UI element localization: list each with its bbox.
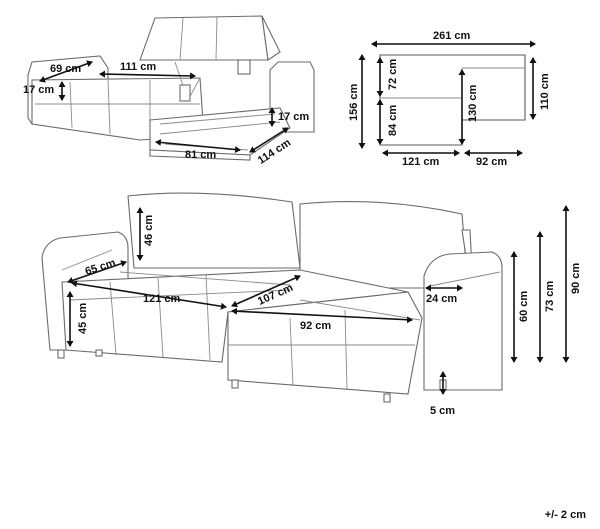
main-view: 46 cm 65 cm 121 cm 107 cm 92 cm 45 cm 24… bbox=[41, 192, 582, 417]
seat-depth-label: 84 cm bbox=[387, 105, 399, 136]
box-height-label: 17 cm bbox=[278, 111, 309, 123]
arm-height-label-main: 60 cm bbox=[518, 291, 530, 322]
seat-width-line bbox=[99, 70, 196, 80]
total-width-label: 261 cm bbox=[433, 30, 471, 42]
leg bbox=[383, 393, 391, 403]
leg bbox=[231, 379, 239, 389]
chaise-depth-label: 130 cm bbox=[467, 84, 479, 122]
arm-depth-line bbox=[39, 60, 93, 83]
seat-depth-line-main bbox=[67, 260, 127, 284]
tolerance-note: +/- 2 cm bbox=[544, 509, 586, 521]
box-width-line bbox=[155, 138, 241, 154]
arm-depth-label: 69 cm bbox=[50, 63, 81, 75]
leg-height-label: 5 cm bbox=[430, 405, 455, 417]
plan-seat-width-label: 121 cm bbox=[402, 156, 440, 168]
chaise-width-label: 92 cm bbox=[300, 320, 331, 332]
plan-view: 261 cm 156 cm 72 cm 84 cm 130 cm 110 cm … bbox=[348, 30, 551, 168]
storage-view: 69 cm 111 cm 17 cm 17 cm 81 cm 114 cm bbox=[23, 15, 315, 167]
mid-height-label: 73 cm bbox=[544, 281, 556, 312]
total-depth-label: 156 cm bbox=[348, 83, 360, 121]
leg bbox=[95, 349, 103, 357]
box-depth-line bbox=[249, 127, 289, 153]
total-height-label: 90 cm bbox=[570, 263, 582, 294]
seat-width-line-main bbox=[71, 280, 227, 310]
seat-width-label: 111 cm bbox=[120, 61, 156, 73]
back-depth-label: 72 cm bbox=[387, 59, 399, 90]
chaise-total-label: 110 cm bbox=[539, 73, 551, 110]
seat-height-label: 45 cm bbox=[77, 303, 89, 334]
chaise-length-line bbox=[231, 274, 301, 308]
plan-chaise-width-label: 92 cm bbox=[476, 156, 507, 168]
arm-width-label: 24 cm bbox=[426, 293, 457, 305]
seat-width-label-main: 121 cm bbox=[143, 293, 181, 305]
box-width-label: 81 cm bbox=[185, 149, 216, 161]
chaise-width-line bbox=[231, 307, 413, 324]
back-height-label: 46 cm bbox=[143, 215, 155, 246]
leg bbox=[57, 349, 65, 359]
arm-height-label: 17 cm bbox=[23, 84, 54, 96]
